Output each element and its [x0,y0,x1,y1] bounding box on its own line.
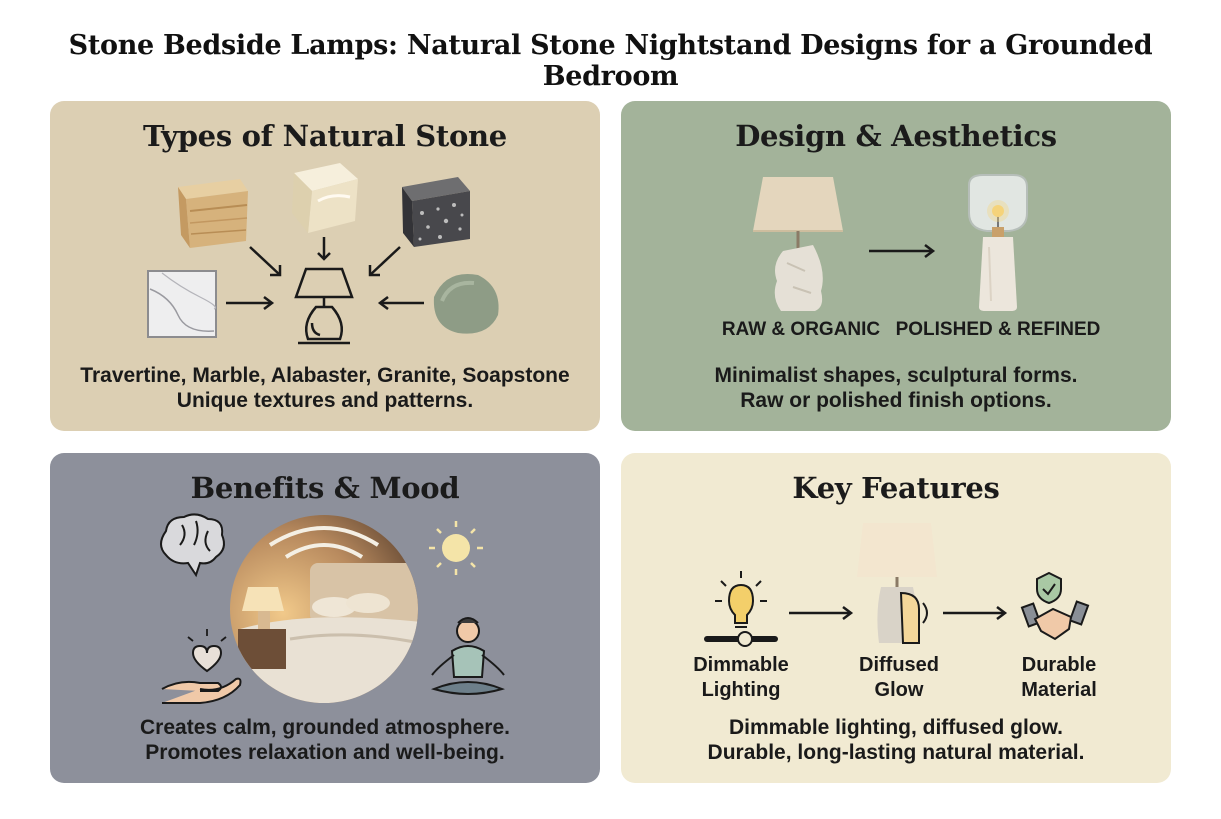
design-illustration [753,174,1028,311]
feature-dimmable-line1: Dimmable [693,654,789,676]
types-caption: Travertine, Marble, Alabaster, Granite, … [50,363,600,413]
diffused-glow-lamp-icon [857,523,937,644]
lamp-outline-icon [294,267,354,345]
features-caption-line1: Dimmable lighting, diffused glow. [728,716,1064,739]
sun-icon [429,521,483,575]
types-panel-title: Types of Natural Stone [143,119,507,153]
feature-durable-label: Durable Material [995,653,1123,703]
feature-arrows [789,606,1008,620]
features-caption-line2: Durable, long-lasting natural material. [707,741,1085,764]
feature-diffused-label: Diffused Glow [835,653,963,703]
benefits-illustration [160,513,506,704]
arrow-right-icon [869,244,936,258]
marble-tile-icon [147,270,217,338]
bedroom-scene-image [230,515,418,703]
feature-diffused-line1: Diffused [859,654,939,676]
design-aesthetics-panel: Design & Aesthetics RAW & ORGANIC POLISH… [621,101,1171,431]
feature-durable-line2: Material [1021,679,1097,701]
feature-diffused-line2: Glow [874,679,924,701]
types-of-stone-panel: Types of Natural Stone [50,101,600,431]
travertine-cube-icon [178,179,248,248]
features-panel-title: Key Features [792,471,1000,505]
alabaster-cube-icon [292,163,358,233]
polished-refined-label: POLISHED & REFINED [895,319,1101,340]
benefits-mood-panel: Benefits & Mood [50,453,600,783]
types-caption-line2: Unique textures and patterns. [176,389,474,412]
granite-cube-icon [402,177,470,247]
heart-hand-icon [161,629,242,704]
dimmable-bulb-icon [704,571,778,647]
raw-stone-lamp-icon [753,177,843,311]
raw-organic-label: RAW & ORGANIC [721,319,881,340]
key-features-panel: Key Features [621,453,1171,783]
arrows-to-lamp [226,237,424,310]
page-title: Stone Bedside Lamps: Natural Stone Night… [68,30,1153,92]
benefits-caption-line1: Creates calm, grounded atmosphere. [140,716,510,739]
calm-waves-icon [268,526,380,559]
feature-durable-line1: Durable [1021,654,1097,676]
design-caption-line1: Minimalist shapes, sculptural forms. [714,364,1078,387]
types-caption-line1: Travertine, Marble, Alabaster, Granite, … [80,364,570,387]
feature-dimmable-label: Dimmable Lighting [677,653,805,703]
features-illustration [704,523,1090,647]
meditation-person-icon [430,617,506,695]
benefits-panel-title: Benefits & Mood [190,471,460,505]
feature-dimmable-line2: Lighting [701,679,781,701]
polished-stone-lamp-icon [968,174,1028,311]
features-caption: Dimmable lighting, diffused glow. Durabl… [621,715,1171,765]
benefits-caption-line2: Promotes relaxation and well-being. [145,741,505,764]
soapstone-icon [433,273,499,334]
design-panel-title: Design & Aesthetics [735,119,1057,153]
design-caption-line2: Raw or polished finish options. [740,389,1052,412]
brain-icon [160,513,225,578]
stone-types-illustration [147,163,499,345]
design-caption: Minimalist shapes, sculptural forms. Raw… [621,363,1171,413]
durable-handshake-icon [1020,571,1090,641]
benefits-caption: Creates calm, grounded atmosphere. Promo… [50,715,600,765]
